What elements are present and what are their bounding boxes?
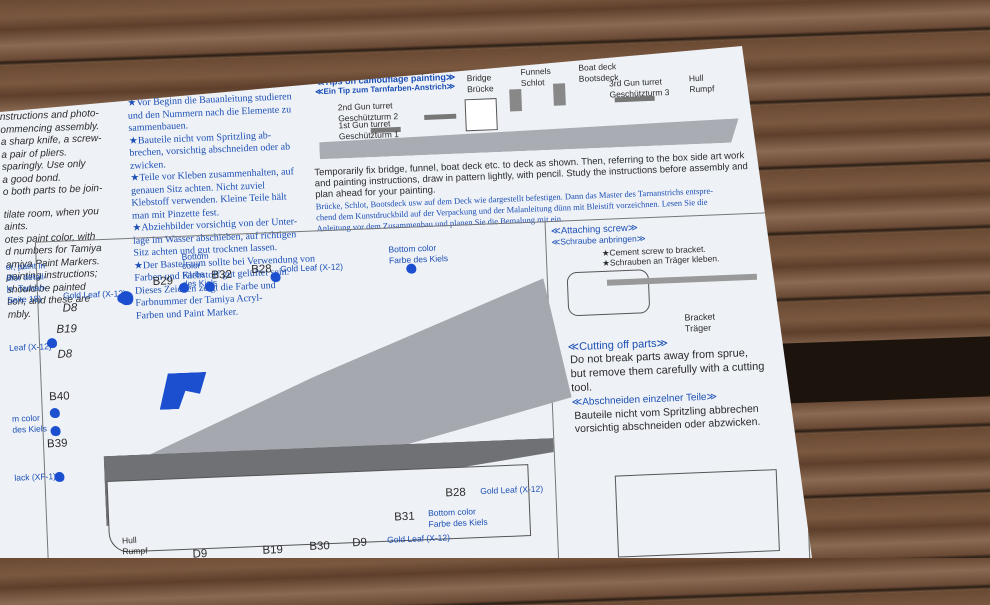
part-label-b30: B30 bbox=[309, 540, 331, 553]
part-label-b19-2: B19 bbox=[262, 543, 284, 557]
part-label-b29: B29 bbox=[152, 275, 174, 289]
paint-dot bbox=[49, 407, 61, 419]
color-black: lack (XF-1) bbox=[14, 471, 57, 483]
part-label-b39: B39 bbox=[46, 437, 68, 451]
paint-dot bbox=[178, 282, 190, 293]
funnel-1 bbox=[509, 89, 523, 112]
part-label-b31: B31 bbox=[394, 510, 415, 524]
part-label-b28: B28 bbox=[250, 263, 272, 277]
part-label-d9-1: D9 bbox=[192, 548, 208, 561]
part-label-b40: B40 bbox=[48, 390, 70, 404]
cutting-text-en: Do not break parts away from sprue,but r… bbox=[570, 346, 765, 396]
paint-dot bbox=[270, 271, 281, 283]
part-label-d8-1: D8 bbox=[62, 302, 78, 315]
instruction-sheet: nstructions and photo-ommencing assembly… bbox=[0, 46, 812, 558]
turret-2 bbox=[424, 113, 457, 120]
part-label-b28-2: B28 bbox=[445, 486, 467, 500]
part-label-d9-2: D9 bbox=[352, 536, 368, 550]
sheet-content: nstructions and photo-ommencing assembly… bbox=[0, 61, 811, 561]
paint-dot bbox=[50, 425, 61, 437]
paint-dot bbox=[117, 293, 128, 304]
wood-surface-shadow bbox=[780, 336, 990, 404]
bridge-shape bbox=[464, 98, 498, 132]
color-gold-leaf-3: Leaf (X-12) bbox=[8, 341, 52, 353]
funnel-2 bbox=[552, 83, 566, 106]
propeller-detail-outline bbox=[566, 269, 651, 317]
part-label-b19: B19 bbox=[56, 323, 78, 336]
sprue-illustration bbox=[614, 469, 780, 558]
paint-dot bbox=[46, 337, 58, 349]
paint-dot bbox=[406, 263, 417, 274]
paint-dot bbox=[204, 281, 216, 292]
paint-dot bbox=[54, 471, 65, 483]
part-label-d8-2: D8 bbox=[57, 348, 73, 361]
